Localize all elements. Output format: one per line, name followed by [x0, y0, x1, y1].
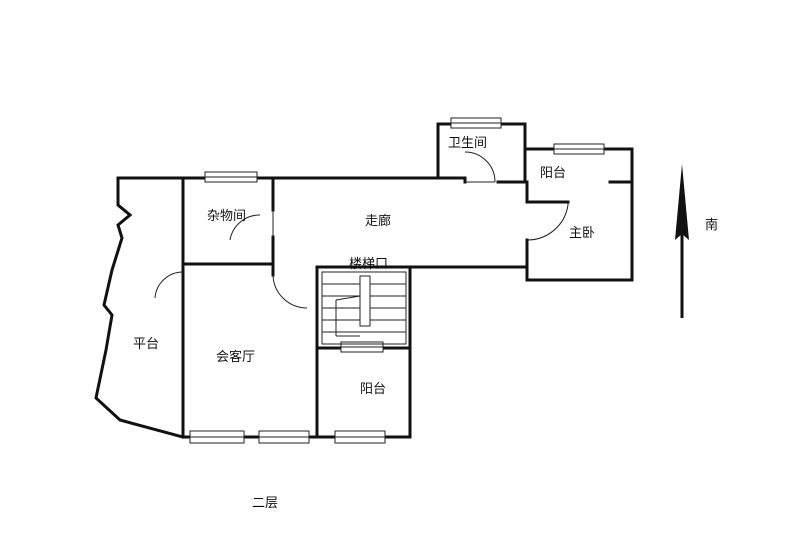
compass-label: 南 — [705, 218, 719, 233]
room-label-living-room: 会客厅 — [216, 350, 256, 365]
bathroom-bottom — [436, 176, 467, 184]
window-stair — [340, 341, 384, 353]
room-label-storage: 杂物间 — [207, 209, 247, 224]
door-storage — [229, 210, 274, 241]
window-living-1 — [189, 430, 245, 444]
door-bathroom — [464, 151, 496, 183]
stairs — [321, 271, 407, 345]
terrace-outline — [94, 176, 185, 439]
window-storage — [204, 171, 258, 183]
window-balcony-bottom — [334, 430, 386, 444]
window-living-2 — [258, 430, 310, 444]
room-label-master-bedroom: 主卧 — [569, 226, 596, 241]
room-label-terrace: 平台 — [133, 337, 160, 352]
compass-arrow-icon — [675, 164, 689, 318]
room-label-balcony-bottom: 阳台 — [360, 382, 387, 397]
room-label-balcony-top: 阳台 — [540, 166, 567, 181]
door-living — [272, 274, 308, 309]
room-label-corridor: 走廊 — [365, 214, 392, 229]
bedroom-top-left — [525, 180, 570, 204]
door-terrace — [154, 271, 184, 299]
window-bathroom — [450, 117, 502, 129]
floor-label: 二层 — [252, 496, 279, 511]
door-bedroom — [526, 202, 569, 241]
window-balcony — [553, 143, 605, 155]
room-label-bathroom: 卫生间 — [448, 136, 488, 151]
room-label-stairwell: 楼梯口 — [349, 257, 389, 272]
